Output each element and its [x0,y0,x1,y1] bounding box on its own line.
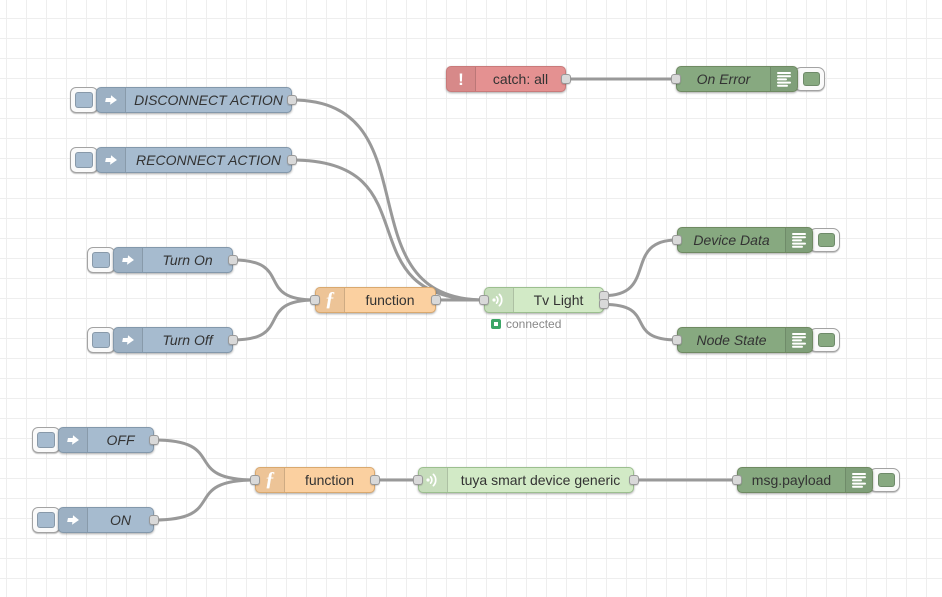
debug-toggle-inner [878,473,895,487]
debug-lines-icon [785,328,812,352]
node-label: msg.payload [751,472,832,488]
node-onerror[interactable]: On Error [671,66,798,92]
output-port[interactable] [561,74,571,84]
node-status: connected [491,317,561,331]
debug-toggle-button[interactable] [869,468,900,492]
inject-button-inner [37,432,55,448]
node-turnoff[interactable]: Turn Off [113,327,238,353]
output-port[interactable] [431,295,441,305]
node-label: DISCONNECT ACTION [134,92,283,108]
output-port[interactable] [629,475,639,485]
node-label: tuya smart device generic [460,472,621,488]
inject-button-inner [92,252,110,268]
output-port[interactable] [149,515,159,525]
debug-toggle-button[interactable] [809,228,840,252]
debug-toggle-button[interactable] [809,328,840,352]
node-label: Device Data [693,232,770,248]
inject-arrow-icon [59,428,88,452]
node-label: Node State [696,332,767,348]
input-port[interactable] [250,475,260,485]
output-port[interactable] [228,335,238,345]
inject-button[interactable] [70,147,98,173]
input-port[interactable] [672,235,682,245]
node-off[interactable]: OFF [58,427,159,453]
inject-button[interactable] [32,427,60,453]
node-function2[interactable]: ƒ function [250,467,380,493]
node-label: catch: all [492,71,549,87]
inject-button-inner [75,92,93,108]
inject-button-inner [92,332,110,348]
wire[interactable] [602,238,679,298]
function-glyph: ƒ [325,287,335,310]
inject-arrow-icon [59,508,88,532]
wire[interactable] [290,158,486,302]
wire[interactable] [290,98,486,302]
debug-lines-icon [785,228,812,252]
inject-button[interactable] [87,247,115,273]
input-port[interactable] [732,475,742,485]
input-port[interactable] [479,295,489,305]
output-port[interactable] [228,255,238,265]
function-glyph: ƒ [265,467,275,490]
node-label: function [365,292,415,308]
wire[interactable] [152,478,257,522]
node-catchall[interactable]: ! catch: all [446,66,571,92]
node-disconnect[interactable]: DISCONNECT ACTION [96,87,297,113]
input-port[interactable] [672,335,682,345]
signal-icon [485,288,514,312]
output-port[interactable] [599,299,609,310]
output-port[interactable] [370,475,380,485]
signal-icon [419,468,448,492]
node-label: Turn Off [162,332,213,348]
input-port[interactable] [671,74,681,84]
node-function1[interactable]: ƒ function [310,287,441,313]
exclamation-glyph: ! [458,69,464,89]
node-msgpayload[interactable]: msg.payload [732,467,873,493]
inject-arrow-icon [114,248,143,272]
inject-button[interactable] [32,507,60,533]
debug-toggle-inner [818,233,835,247]
output-port[interactable] [287,95,297,105]
node-tvlight[interactable]: Tv Light [479,287,609,313]
status-ring-icon [491,319,501,329]
wire[interactable] [231,298,317,342]
node-label: Turn On [162,252,213,268]
node-on[interactable]: ON [58,507,159,533]
wire[interactable] [231,258,317,302]
node-turnon[interactable]: Turn On [113,247,238,273]
debug-toggle-inner [803,72,820,86]
inject-button-inner [75,152,93,168]
node-label: function [304,472,355,488]
node-label: OFF [106,432,135,448]
input-port[interactable] [310,295,320,305]
inject-button[interactable] [87,327,115,353]
inject-arrow-icon [114,328,143,352]
debug-lines-icon [770,67,797,91]
node-nodestate[interactable]: Node State [672,327,813,353]
status-text: connected [506,317,562,331]
wire[interactable] [602,302,679,342]
node-label: On Error [696,71,751,87]
output-port[interactable] [149,435,159,445]
node-label: RECONNECT ACTION [136,152,281,168]
function-icon: ƒ [316,288,345,312]
inject-arrow-icon [97,148,126,172]
debug-lines-icon [845,468,872,492]
exclamation-icon: ! [447,67,476,91]
node-tuyageneric[interactable]: tuya smart device generic [413,467,639,493]
debug-toggle-inner [818,333,835,347]
debug-toggle-button[interactable] [794,67,825,91]
node-label: Tv Light [533,292,584,308]
input-port[interactable] [413,475,423,485]
output-port[interactable] [287,155,297,165]
function-icon: ƒ [256,468,285,492]
node-reconnect[interactable]: RECONNECT ACTION [96,147,297,173]
node-label: ON [110,512,131,528]
inject-button[interactable] [70,87,98,113]
inject-button-inner [37,512,55,528]
node-devicedata[interactable]: Device Data [672,227,813,253]
wire[interactable] [152,438,257,482]
inject-arrow-icon [97,88,126,112]
